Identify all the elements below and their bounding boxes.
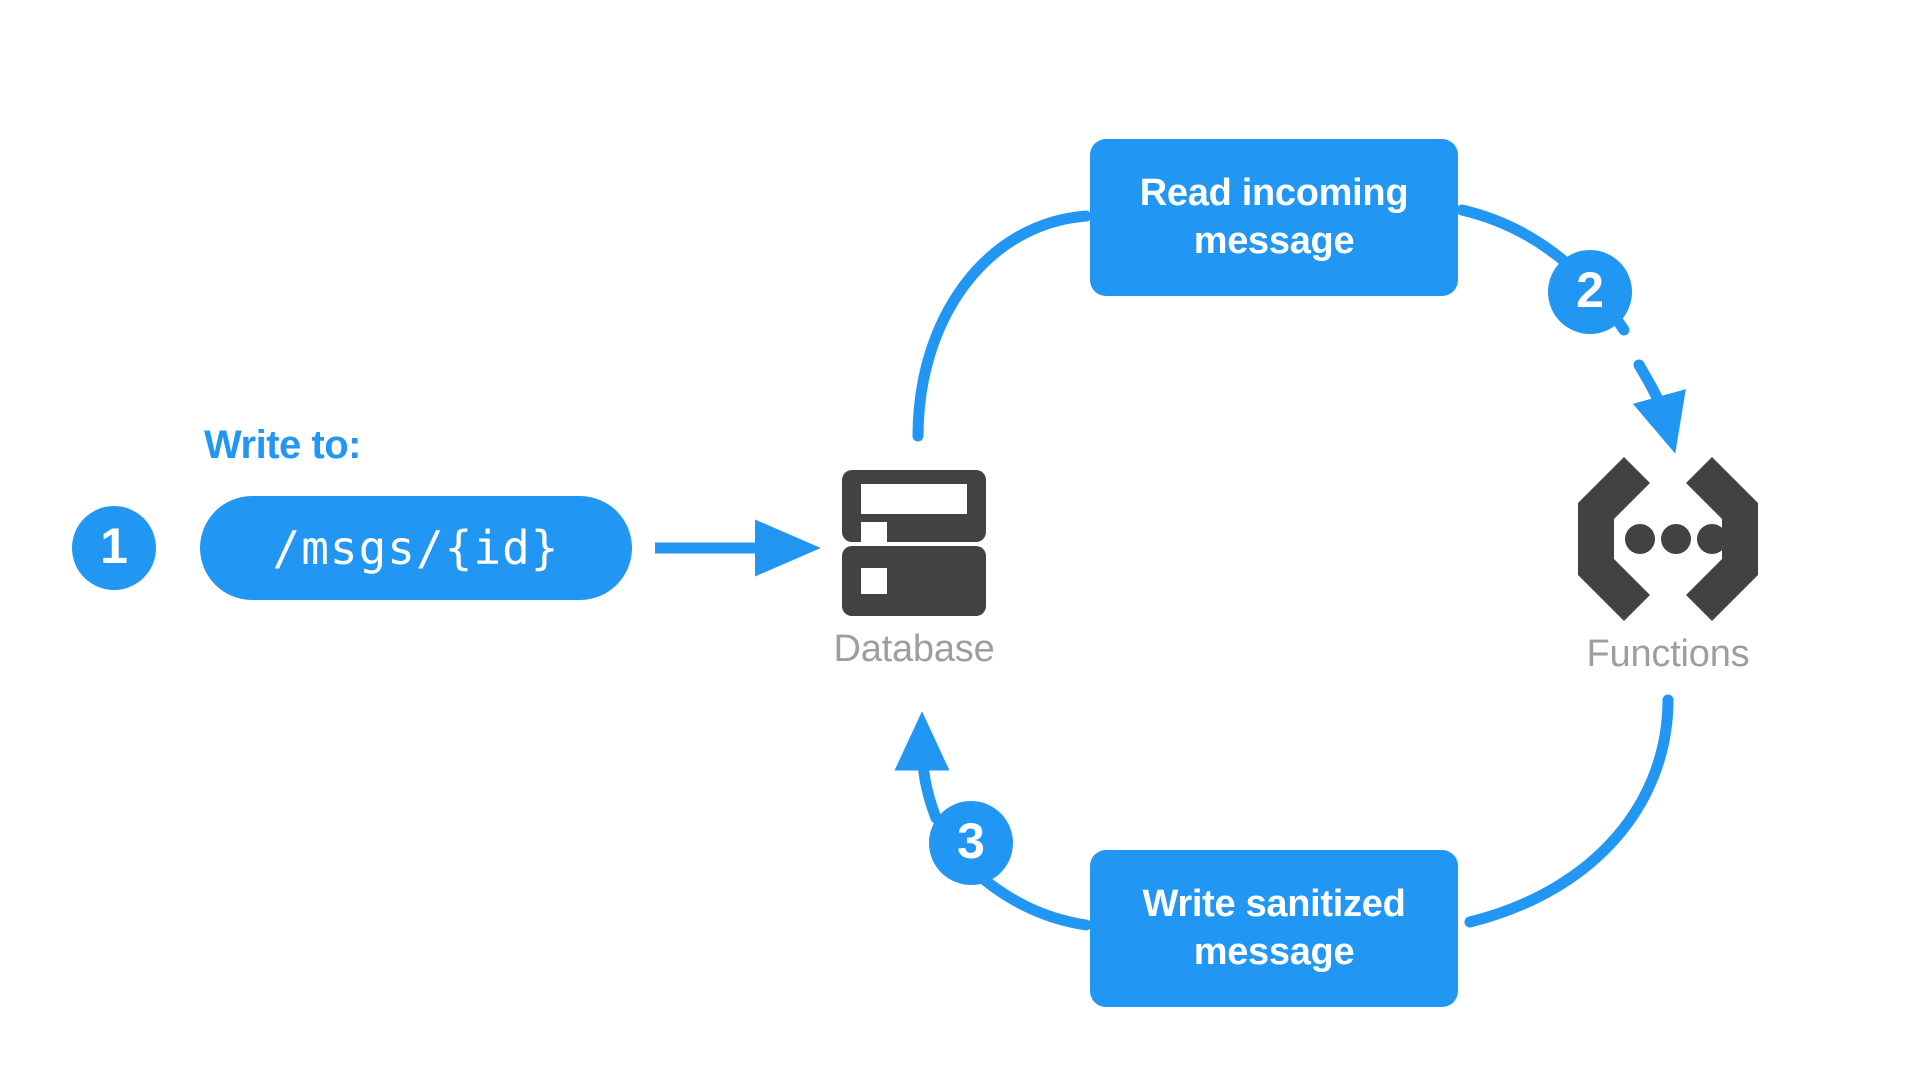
connector-two-to-functions: [1632, 359, 1686, 454]
service-node-functions: Functions: [1500, 455, 1836, 676]
step-badge-1-number: 1: [100, 518, 128, 574]
database-icon: [842, 470, 986, 616]
step-badge-1: 1: [72, 506, 156, 590]
connector-functions-to-write: [1464, 694, 1674, 928]
service-caption-functions: Functions: [1586, 633, 1750, 675]
step-badge-3: 3: [929, 801, 1013, 885]
step-badge-2-number: 2: [1576, 262, 1604, 318]
service-node-database: Database: [775, 468, 1053, 671]
write-to-label: Write to:: [204, 423, 361, 467]
action-box-read-incoming: Read incoming message: [1090, 139, 1458, 296]
step-badge-3-number: 3: [957, 813, 985, 869]
connector-write-to-three: [969, 866, 1092, 931]
functions-braces-icon: [1578, 457, 1758, 621]
connector-database-to-read: [912, 210, 1092, 442]
step-badge-2: 2: [1548, 250, 1632, 334]
action-box-write-sanitized-line2: message: [1193, 930, 1355, 973]
service-caption-database: Database: [833, 628, 995, 670]
action-box-read-incoming-line2: message: [1193, 219, 1355, 262]
action-box-read-incoming-line1: Read incoming: [1139, 172, 1409, 214]
action-box-write-sanitized-line1: Write sanitized: [1142, 883, 1406, 925]
connector-three-to-database: [894, 711, 950, 824]
action-box-write-sanitized: Write sanitized message: [1090, 850, 1458, 1007]
path-pill: /msgs/{id}: [200, 496, 632, 600]
